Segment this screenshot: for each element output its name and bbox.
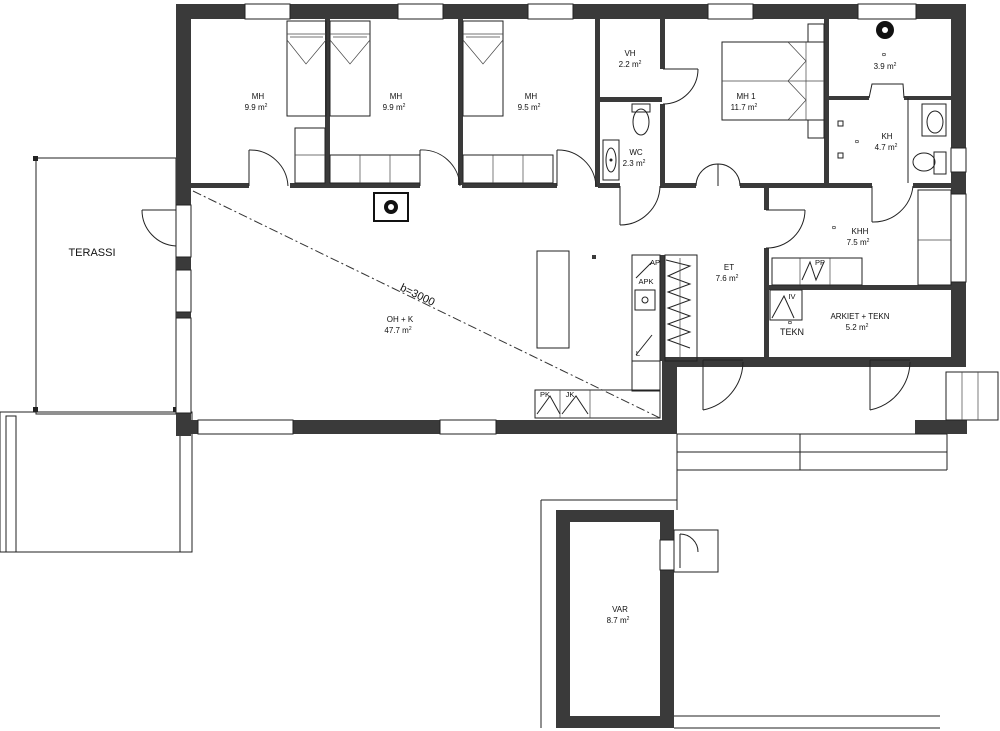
svg-text:5.2 m2: 5.2 m2 — [846, 323, 869, 332]
dimension-line: b=3000 — [192, 190, 661, 419]
terrace-label: TERASSI — [68, 247, 115, 259]
room-label-et: ET 7.6 m2 — [716, 263, 739, 283]
svg-text:4.7 m2: 4.7 m2 — [875, 143, 898, 152]
svg-text:OH + K: OH + K — [387, 315, 414, 324]
svg-text:MH 1: MH 1 — [736, 92, 756, 101]
room-label-arkiet: ARKIET + TEKN 5.2 m2 — [830, 312, 889, 332]
svg-text:TEKN: TEKN — [780, 327, 804, 337]
bed-mh-a — [286, 20, 327, 117]
svg-text:9.9 m2: 9.9 m2 — [245, 103, 268, 112]
svg-text:3.9 m2: 3.9 m2 — [874, 62, 897, 71]
wc-fixtures — [602, 103, 651, 181]
apk-tag: APK — [638, 277, 653, 286]
svg-text:47.7 m2: 47.7 m2 — [384, 326, 411, 335]
room-label-mh-b: MH 9.9 m2 — [383, 92, 406, 112]
tekn-fixtures: IV ¤ — [769, 289, 803, 327]
room-label-mh1: MH 1 11.7 m2 — [731, 92, 758, 112]
room-label-vh: VH 2.2 m2 — [619, 49, 642, 69]
room-label-mh-a: MH 9.9 m2 — [245, 92, 268, 112]
svg-text:7.5 m2: 7.5 m2 — [847, 238, 870, 247]
svg-text:WC: WC — [629, 148, 643, 157]
room-labels: MH 9.9 m2 MH 9.9 m2 MH 9.5 m2 VH 2.2 m2 … — [68, 49, 897, 625]
doors — [141, 68, 914, 411]
khh-fixtures: PP ¤ — [771, 189, 952, 286]
dimension-label: b=3000 — [398, 282, 437, 309]
room-label-var: VAR 8.7 m2 — [607, 605, 630, 625]
l-tag: L — [636, 349, 640, 358]
bed-mh-c — [462, 20, 504, 117]
ap-tag: AP — [650, 258, 660, 267]
svg-text:VAR: VAR — [612, 605, 628, 614]
svg-text:ET: ET — [724, 263, 734, 272]
room-label-mh-c: MH 9.5 m2 — [518, 92, 541, 112]
svg-text:11.7 m2: 11.7 m2 — [731, 103, 758, 112]
svg-text:MH: MH — [390, 92, 403, 101]
walls — [175, 3, 967, 436]
svg-text:9.9 m2: 9.9 m2 — [383, 103, 406, 112]
kh-fixtures: ¤ — [837, 98, 947, 183]
svg-text:2.3 m2: 2.3 m2 — [623, 159, 646, 168]
room-label-kh: KH 4.7 m2 — [875, 132, 898, 152]
bed-mh-b — [329, 20, 371, 117]
svg-text:9.5 m2: 9.5 m2 — [518, 103, 541, 112]
svg-text:¤: ¤ — [832, 223, 836, 232]
pp-tag: PP — [815, 258, 825, 267]
svg-text:2.2 m2: 2.2 m2 — [619, 60, 642, 69]
double-bed-mh1 — [721, 23, 825, 139]
sauna-stove — [876, 21, 894, 39]
room-label-wc: WC 2.3 m2 — [623, 148, 646, 168]
svg-text:VH: VH — [624, 49, 635, 58]
svg-text:KH: KH — [881, 132, 892, 141]
outbuilding — [540, 371, 999, 729]
room-label-tekn: TEKN — [780, 327, 804, 337]
room-label-sauna: ¤ 3.9 m2 — [874, 50, 897, 71]
svg-text:¤: ¤ — [882, 50, 886, 59]
svg-text:8.7 m2: 8.7 m2 — [607, 616, 630, 625]
svg-text:¤: ¤ — [788, 318, 792, 327]
svg-text:MH: MH — [252, 92, 265, 101]
terrace — [0, 156, 193, 553]
wardrobes — [294, 127, 554, 184]
iv-tag: IV — [788, 292, 795, 301]
pk-tag: PK — [540, 390, 550, 399]
room-label-khh: KHH 7.5 m2 — [847, 227, 870, 247]
kitchen: AP APK L PK JK — [373, 192, 698, 419]
room-label-ohk: OH + K 47.7 m2 — [384, 315, 414, 335]
svg-text:MH: MH — [525, 92, 538, 101]
svg-text:¤: ¤ — [855, 137, 859, 146]
svg-text:7.6 m2: 7.6 m2 — [716, 274, 739, 283]
jk-tag: JK — [566, 390, 575, 399]
svg-text:ARKIET + TEKN: ARKIET + TEKN — [830, 312, 889, 321]
svg-text:KHH: KHH — [852, 227, 869, 236]
